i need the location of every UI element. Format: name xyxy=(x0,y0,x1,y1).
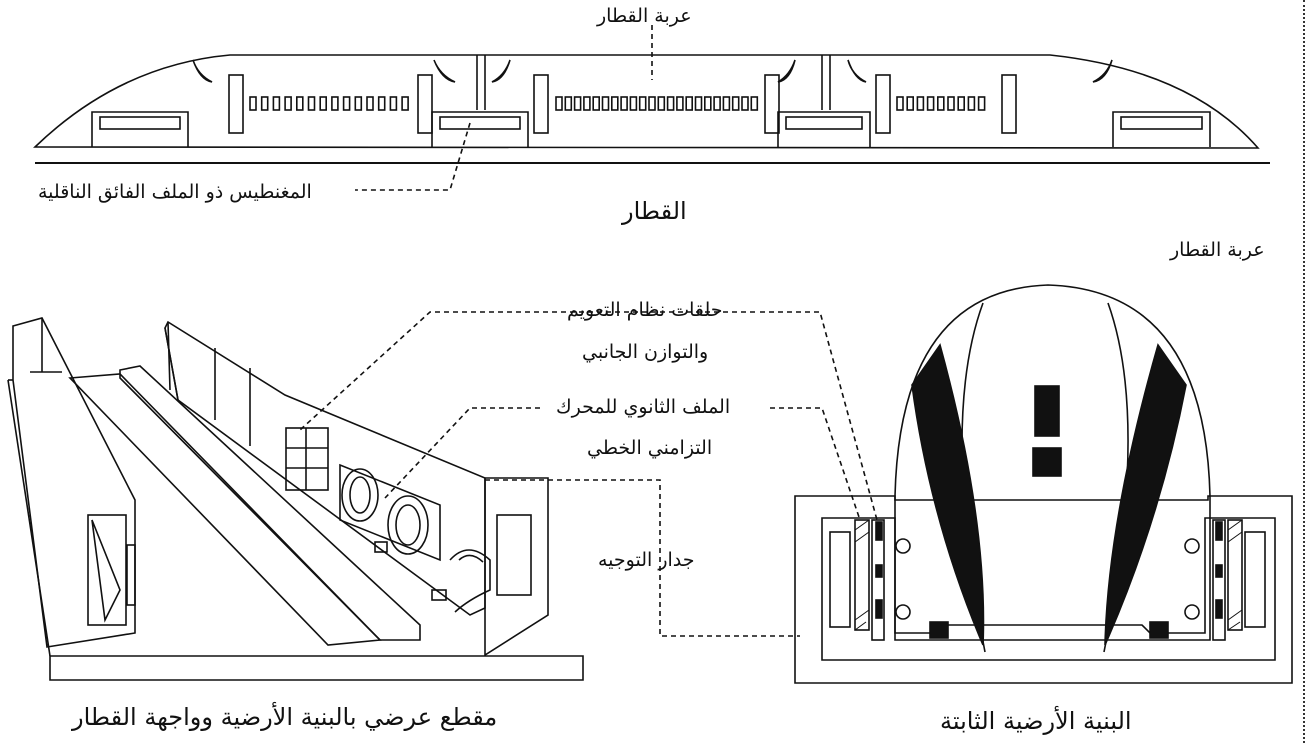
window xyxy=(342,96,351,111)
window xyxy=(272,96,281,111)
window xyxy=(750,96,759,111)
window xyxy=(906,96,915,111)
window xyxy=(722,96,731,111)
window xyxy=(629,96,638,111)
window xyxy=(685,96,694,111)
page-border xyxy=(1303,0,1305,743)
window xyxy=(703,96,712,111)
window xyxy=(957,96,966,111)
levitation-coil-grid xyxy=(285,427,329,491)
window xyxy=(926,96,935,111)
window xyxy=(713,96,721,111)
window xyxy=(583,96,591,111)
window xyxy=(249,96,257,111)
window xyxy=(366,96,374,111)
track-cross-section xyxy=(7,311,800,681)
window xyxy=(564,96,573,111)
window xyxy=(377,96,386,111)
window xyxy=(657,96,666,111)
label-train-car-right: عربة القطار xyxy=(1170,239,1265,261)
window xyxy=(896,96,904,111)
window xyxy=(977,96,986,111)
window xyxy=(601,96,610,111)
train-front-view xyxy=(760,284,1293,684)
window xyxy=(936,96,945,111)
label-secondary-coil-1: الملف الثانوي للمحرك xyxy=(556,396,731,418)
window xyxy=(592,96,601,111)
window xyxy=(648,96,656,111)
window xyxy=(620,96,628,111)
window xyxy=(401,96,409,111)
window xyxy=(295,96,304,111)
window xyxy=(731,96,740,111)
window xyxy=(666,96,675,111)
window xyxy=(573,96,582,111)
window xyxy=(916,96,925,111)
label-train-car-top: عربة القطار xyxy=(597,5,692,27)
window xyxy=(694,96,703,111)
window xyxy=(610,96,619,111)
caption-cross-section: مقطع عرضي بالبنية الأرضية وواجهة القطار xyxy=(72,703,498,731)
window xyxy=(331,96,339,111)
window xyxy=(967,96,976,111)
caption-fixed-infrastructure: البنية الأرضية الثابتة xyxy=(940,707,1132,735)
window xyxy=(947,96,955,111)
propulsion-coils xyxy=(339,463,441,562)
train-windows xyxy=(249,96,986,111)
window xyxy=(260,96,269,111)
window xyxy=(555,96,563,111)
window xyxy=(389,96,398,111)
window xyxy=(284,96,292,111)
magnet-boxes xyxy=(91,111,1211,147)
window xyxy=(638,96,647,111)
label-secondary-coil-2: التزامني الخطي xyxy=(587,437,713,459)
window xyxy=(307,96,316,111)
window xyxy=(676,96,684,111)
train-side-view xyxy=(33,25,1270,191)
window xyxy=(741,96,749,111)
window xyxy=(354,96,363,111)
label-levitation-rings-2: والتوازن الجانبي xyxy=(582,341,709,363)
label-train: القطار xyxy=(622,197,687,225)
window xyxy=(319,96,328,111)
label-levitation-rings-1: حلقات نظام التعويم xyxy=(567,299,723,321)
label-superconducting-magnet: المغنطيس ذو الملف الفائق الناقلية xyxy=(38,181,312,203)
label-guide-wall: جدار التوجيه xyxy=(598,549,695,571)
